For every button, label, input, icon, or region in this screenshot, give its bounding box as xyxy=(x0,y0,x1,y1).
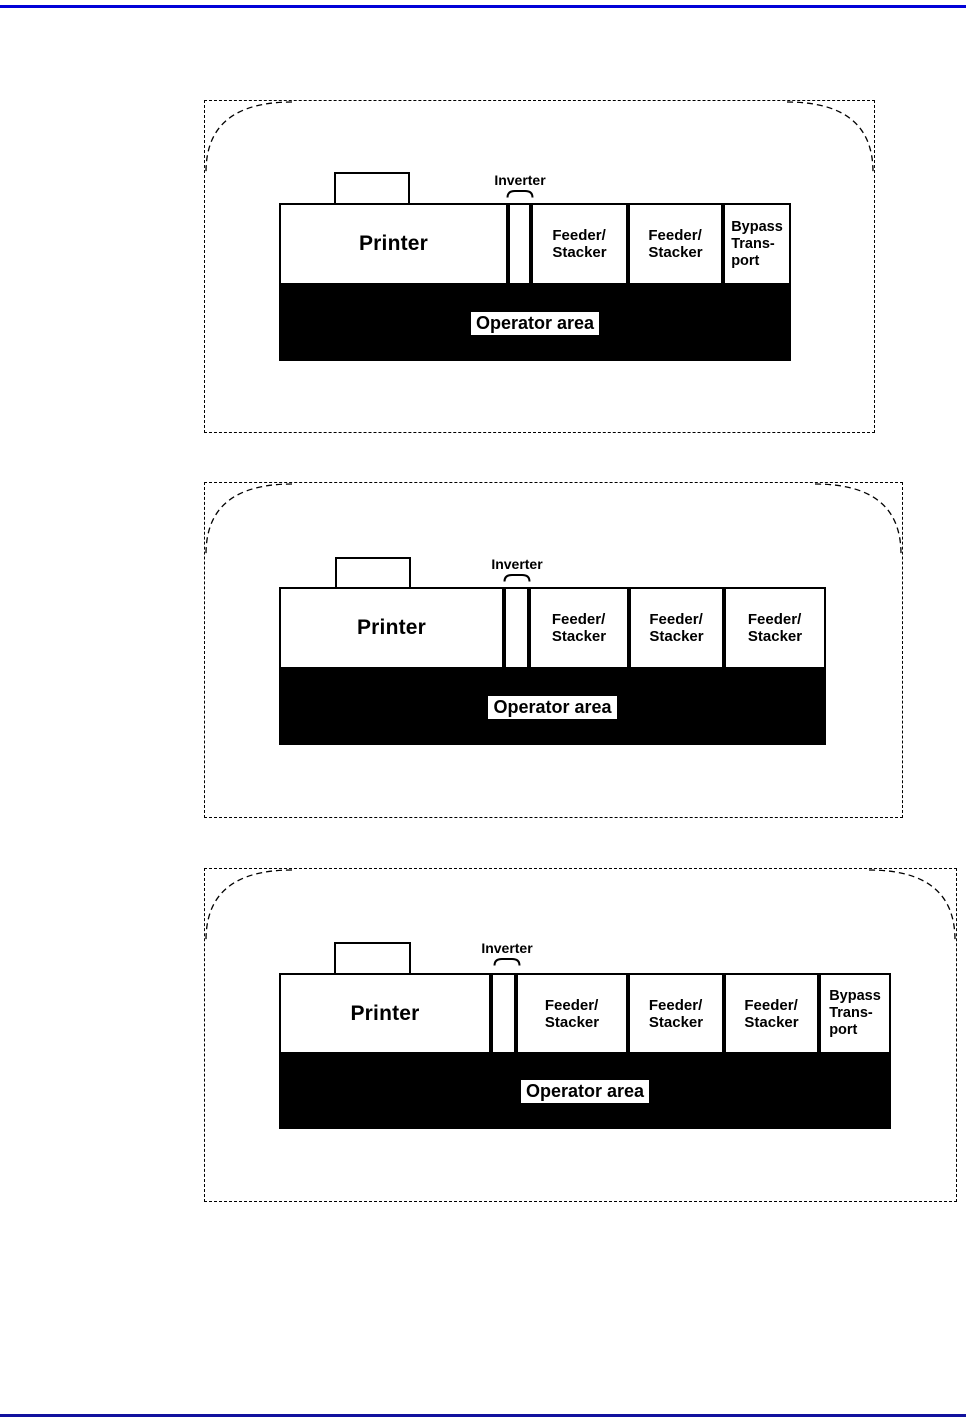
feeder-stacker-label: Feeder/Stacker xyxy=(648,996,704,1031)
operator-area-label: Operator area xyxy=(488,695,617,719)
operator-area-bar: Operator area xyxy=(279,285,791,361)
printer-box: Printer xyxy=(279,203,508,285)
printer-top-unit-box xyxy=(335,557,411,587)
feeder-stacker-box: Feeder/Stacker xyxy=(724,973,819,1054)
printer-top-unit-box xyxy=(334,942,411,973)
feeder-stacker-label: Feeder/Stacker xyxy=(747,611,803,645)
inverter-label: Inverter xyxy=(481,940,533,956)
printer-configuration-diagram-3: Inverter Printer Feeder/Stacker Feeder/S… xyxy=(204,868,957,1202)
brace-icon xyxy=(506,190,534,198)
feeder-stacker-box: Feeder/Stacker xyxy=(628,973,724,1054)
inverter-caption: Inverter xyxy=(489,557,545,582)
clearance-arc-top-right-icon xyxy=(786,101,874,173)
feeder-stacker-label: Feeder/Stacker xyxy=(648,227,703,261)
operator-area-bar: Operator area xyxy=(279,1054,891,1129)
printer-top-unit-box xyxy=(334,172,410,203)
feeder-stacker-box: Feeder/Stacker xyxy=(724,587,826,669)
printer-configuration-diagram-1: Inverter Printer Feeder/Stacker Feeder/S… xyxy=(204,100,875,433)
printer-configuration-diagram-2: Inverter Printer Feeder/Stacker Feeder/S… xyxy=(204,482,903,818)
feeder-stacker-box: Feeder/Stacker xyxy=(516,973,628,1054)
feeder-stacker-box: Feeder/Stacker xyxy=(529,587,629,669)
printer-label: Printer xyxy=(358,232,429,255)
feeder-stacker-box: Feeder/Stacker xyxy=(628,203,723,285)
inverter-box xyxy=(508,203,531,285)
feeder-stacker-box: Feeder/Stacker xyxy=(629,587,724,669)
inverter-label: Inverter xyxy=(491,556,543,572)
inverter-box xyxy=(491,973,516,1054)
clearance-arc-top-left-icon xyxy=(205,483,293,555)
clearance-arc-top-right-icon xyxy=(814,483,902,555)
operator-area-label: Operator area xyxy=(470,311,600,335)
inverter-label: Inverter xyxy=(494,172,546,188)
feeder-stacker-label: Feeder/Stacker xyxy=(551,611,607,645)
inverter-caption: Inverter xyxy=(492,173,548,198)
feeder-stacker-box: Feeder/Stacker xyxy=(531,203,628,285)
printer-label: Printer xyxy=(356,616,427,639)
brace-icon xyxy=(503,574,531,582)
printer-box: Printer xyxy=(279,587,504,669)
feeder-stacker-label: Feeder/Stacker xyxy=(744,996,799,1031)
printer-box: Printer xyxy=(279,973,491,1054)
clearance-arc-top-left-icon xyxy=(205,101,293,173)
feeder-stacker-label: Feeder/Stacker xyxy=(552,227,607,261)
brace-icon xyxy=(493,958,521,966)
inverter-box xyxy=(504,587,529,669)
feeder-stacker-label: Feeder/Stacker xyxy=(544,996,600,1031)
top-rule xyxy=(0,5,966,8)
feeder-stacker-label: Feeder/Stacker xyxy=(649,611,704,645)
inverter-caption: Inverter xyxy=(479,941,535,966)
operator-area-bar: Operator area xyxy=(279,669,826,745)
clearance-arc-top-right-icon xyxy=(868,869,956,941)
operator-area-label: Operator area xyxy=(520,1080,650,1103)
printer-label: Printer xyxy=(350,1001,420,1025)
bottom-rule xyxy=(0,1414,966,1417)
clearance-arc-top-left-icon xyxy=(205,869,293,941)
